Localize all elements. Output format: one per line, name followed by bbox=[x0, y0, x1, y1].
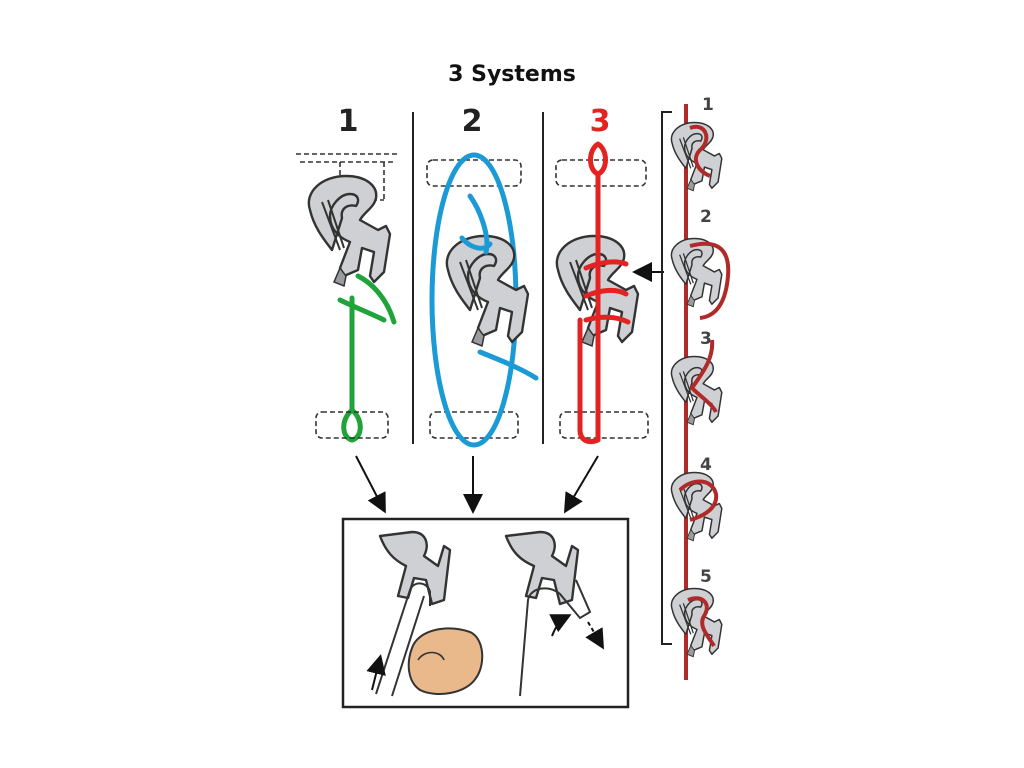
step-5: 5 bbox=[670, 567, 723, 658]
diagram-title: 3 Systems bbox=[448, 62, 576, 87]
detail-right-locked bbox=[504, 530, 605, 697]
detail-left-hook bbox=[378, 530, 452, 606]
system-1-number: 1 bbox=[338, 104, 359, 139]
step-sequence: 1 2 3 4 5 bbox=[661, 95, 731, 680]
system-3-rope bbox=[577, 141, 631, 445]
step-2-rope bbox=[689, 241, 731, 320]
step-4-rope bbox=[678, 479, 719, 522]
system-2-bottom-anchor bbox=[429, 411, 519, 439]
system-3-top-anchor bbox=[555, 159, 647, 187]
system-1-bottom-anchor bbox=[315, 411, 389, 439]
system-3-to-detail-arrow bbox=[563, 455, 599, 514]
step-1: 1 bbox=[670, 95, 723, 192]
system-1-rope bbox=[337, 273, 397, 443]
system-2-top-anchor bbox=[426, 159, 522, 187]
step-2: 2 bbox=[670, 207, 731, 320]
system-3-panel: 3 bbox=[555, 104, 649, 445]
detail-left-up-arrow bbox=[366, 654, 386, 691]
detail-right-down-arrow bbox=[585, 621, 605, 650]
hand-finger bbox=[417, 651, 445, 661]
system-2-panel: 2 bbox=[426, 104, 539, 448]
step-3-rope bbox=[689, 339, 718, 414]
step-bracket bbox=[661, 111, 672, 645]
detail-left-rope bbox=[375, 582, 431, 697]
hand bbox=[407, 627, 484, 695]
system-3-bottom-anchor bbox=[559, 411, 649, 439]
step-2-carabiner bbox=[670, 237, 723, 308]
step-1-number: 1 bbox=[702, 95, 714, 115]
detail-left-pull bbox=[366, 530, 484, 697]
system-2-number: 2 bbox=[462, 104, 483, 139]
system-2-rope-wrap bbox=[459, 193, 539, 381]
detail-right-rope bbox=[519, 579, 592, 697]
system-3-number: 3 bbox=[590, 104, 611, 139]
tension-detail-box bbox=[341, 517, 630, 709]
step-3: 3 bbox=[670, 329, 723, 426]
step-4: 4 bbox=[670, 455, 723, 542]
system-1-to-detail-arrow bbox=[355, 455, 386, 514]
system-1-carabiner bbox=[307, 174, 392, 288]
detail-right-curve-arrow bbox=[549, 614, 572, 637]
step-5-number: 5 bbox=[700, 567, 712, 587]
step-2-number: 2 bbox=[700, 207, 712, 227]
step-5-rope bbox=[687, 596, 716, 648]
step-4-number: 4 bbox=[700, 455, 712, 475]
system-1-panel: 1 bbox=[296, 104, 398, 443]
step-1-rope bbox=[689, 124, 711, 178]
step-3-number: 3 bbox=[700, 329, 712, 349]
